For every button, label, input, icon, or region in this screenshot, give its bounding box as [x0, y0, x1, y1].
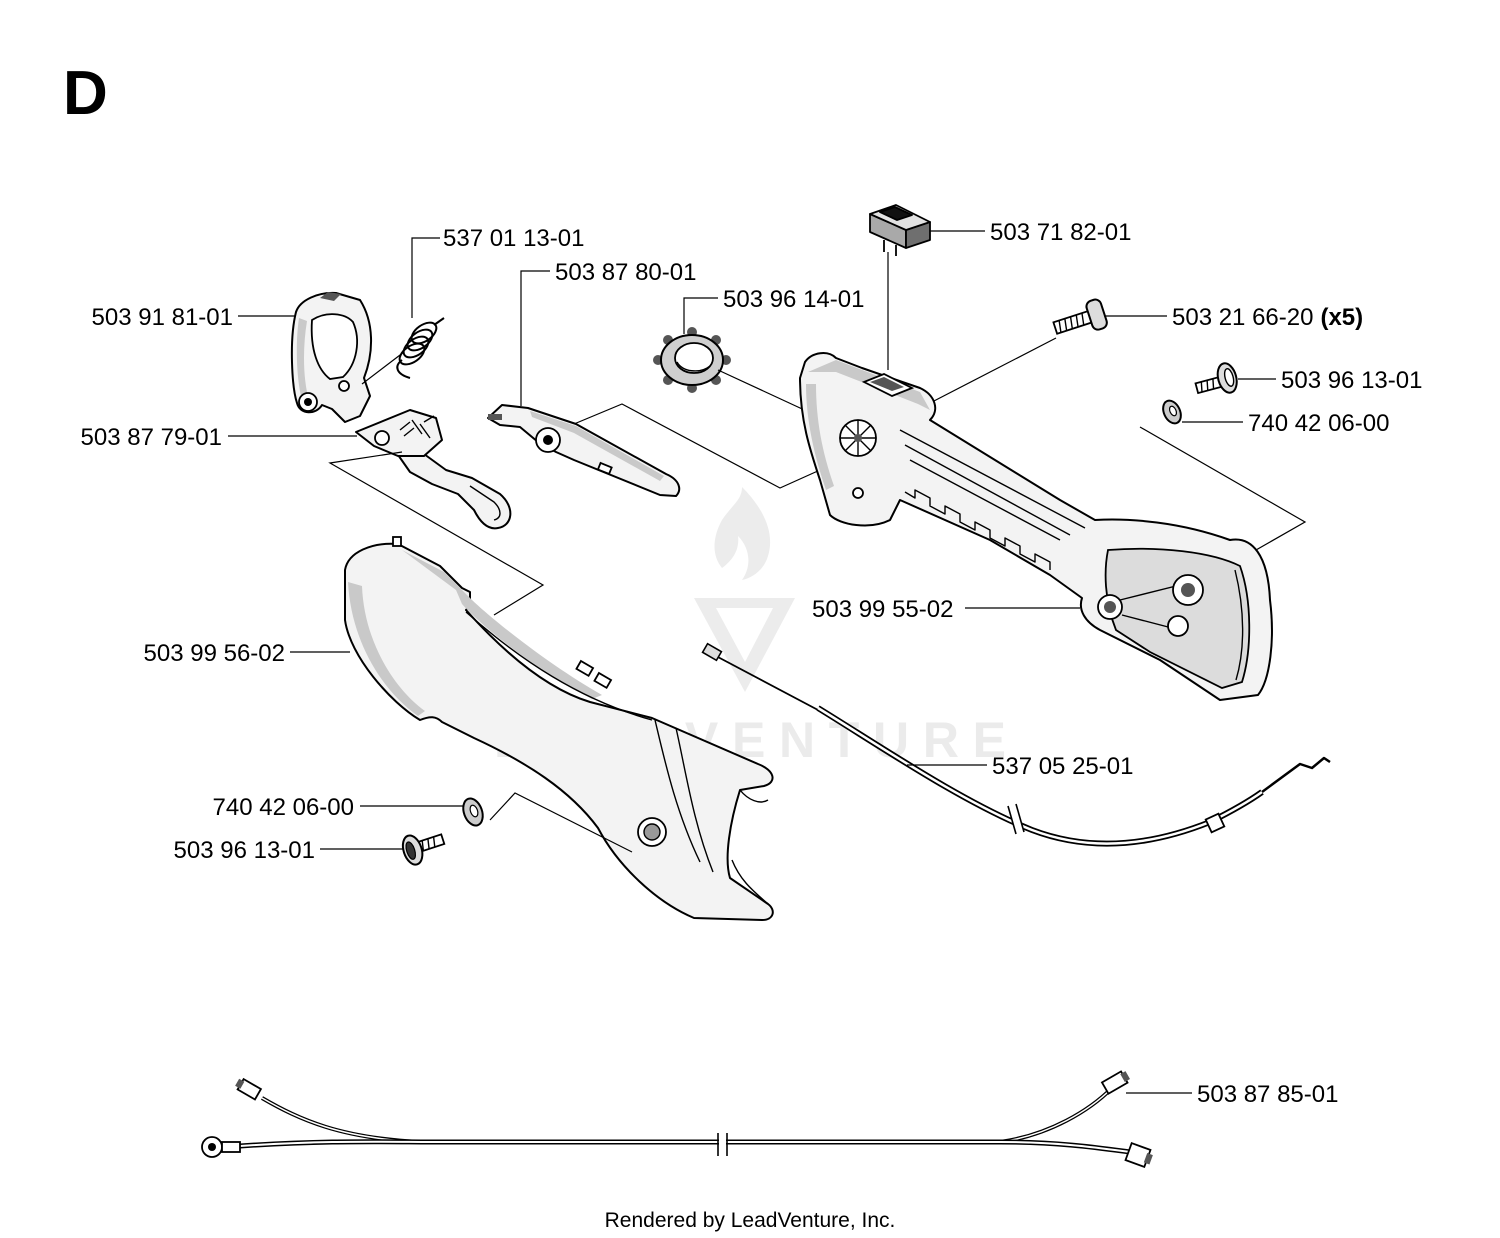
leader-line — [683, 297, 718, 334]
part-number-label: 537 05 25-01 — [992, 753, 1133, 780]
part-number-label: 740 42 06-00 — [1248, 410, 1389, 437]
part-number-label: 503 87 85-01 — [1197, 1081, 1338, 1108]
section-letter: D — [63, 59, 108, 128]
ring-nut — [653, 327, 731, 393]
throttle-trigger — [355, 409, 512, 530]
assembly-line — [361, 351, 405, 385]
part-number-label: 503 71 82-01 — [990, 219, 1131, 246]
assembly-line — [489, 792, 633, 853]
stop-switch — [869, 204, 931, 256]
wire-harness — [201, 1070, 1153, 1169]
part-number-label: 503 87 79-01 — [81, 424, 222, 451]
washer-left — [462, 797, 484, 827]
assembly-line — [1139, 426, 1307, 551]
part-number-label: 503 87 80-01 — [555, 259, 696, 286]
leader-line — [411, 237, 440, 318]
throttle-cable — [701, 642, 1331, 847]
throttle-lockout-lever — [487, 404, 681, 497]
clamp-bracket — [290, 291, 372, 423]
quantity-text: (x5) — [1320, 304, 1363, 331]
assembly-line — [573, 403, 821, 489]
footer-credit: Rendered by LeadVenture, Inc. — [605, 1209, 896, 1232]
part-number-label: 503 96 13-01 — [1281, 367, 1422, 394]
part-number-label: 503 21 66-20 (x5) — [1172, 304, 1363, 331]
part-number-label: 503 96 13-01 — [174, 837, 315, 864]
leader-line — [520, 270, 550, 406]
watermark-logo — [694, 487, 795, 692]
part-number-label: 537 01 13-01 — [443, 225, 584, 252]
handle-screw — [1052, 298, 1108, 335]
part-number-label: 503 99 56-02 — [144, 640, 285, 667]
part-number-label: 503 96 14-01 — [723, 286, 864, 313]
part-number-label: 740 42 06-00 — [213, 794, 354, 821]
screw-right — [1194, 362, 1238, 395]
torsion-spring — [396, 317, 445, 379]
washer-right — [1162, 399, 1182, 425]
assembly-line — [328, 451, 545, 616]
part-number-text: 503 21 66-20 — [1172, 304, 1313, 331]
part-number-label: 503 99 55-02 — [812, 596, 953, 623]
handle-half-left — [344, 536, 774, 921]
handle-half-right — [799, 352, 1273, 701]
part-number-label: 503 91 81-01 — [92, 304, 233, 331]
assembly-line — [931, 337, 1057, 403]
screw-left — [401, 833, 446, 866]
